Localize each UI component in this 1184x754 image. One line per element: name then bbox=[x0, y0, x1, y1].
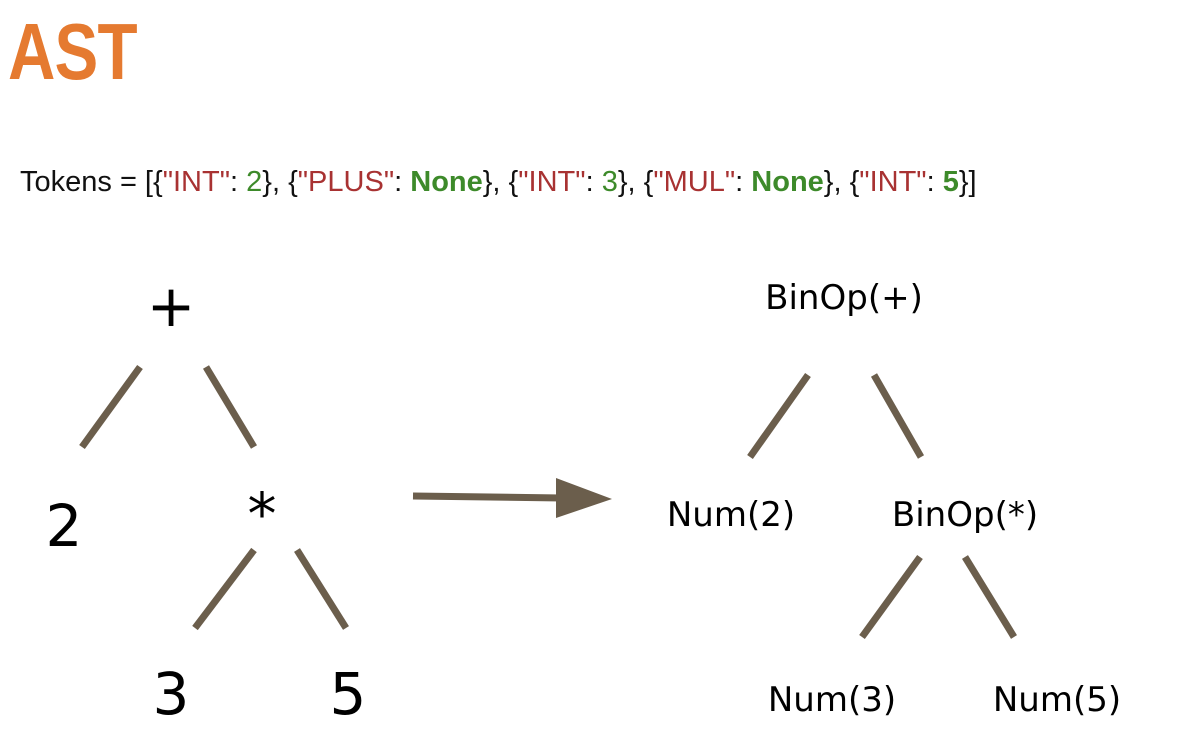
token-2-colon: : bbox=[585, 166, 602, 198]
transform-arrow bbox=[412, 478, 612, 518]
token-0-value: 2 bbox=[246, 166, 263, 198]
token-0-key: "INT" bbox=[162, 166, 230, 198]
token-1-value: None bbox=[410, 166, 483, 198]
token-4-sep: }] bbox=[958, 166, 977, 198]
token-4-colon: : bbox=[926, 166, 943, 198]
token-0-sep: }, { bbox=[262, 166, 298, 198]
ast-node-num3: Num(3) bbox=[767, 680, 897, 720]
token-1-colon: : bbox=[394, 166, 411, 198]
edge-binop-mul-to-num5 bbox=[962, 555, 1017, 639]
edge-binop-plus-to-binop-mul bbox=[870, 373, 925, 459]
token-3-colon: : bbox=[735, 166, 752, 198]
parse-node-plus: + bbox=[146, 272, 196, 340]
edge-mul-to-5 bbox=[294, 548, 349, 630]
parse-node-5: 5 bbox=[329, 660, 367, 728]
token-3-sep: }, { bbox=[823, 166, 860, 198]
page-title: AST bbox=[8, 7, 138, 96]
ast-node-binop-plus: BinOp(+) bbox=[765, 278, 923, 318]
token-3-key: "MUL" bbox=[653, 166, 736, 198]
edge-binop-mul-to-num3 bbox=[859, 554, 923, 640]
token-4-key: "INT" bbox=[859, 166, 927, 198]
parse-node-2: 2 bbox=[45, 492, 83, 560]
token-1-key: "PLUS" bbox=[297, 166, 395, 198]
ast-edges bbox=[747, 372, 1017, 640]
token-3-value: None bbox=[751, 166, 824, 198]
parse-tree-edges bbox=[79, 364, 349, 631]
parse-node-mul: * bbox=[247, 480, 277, 548]
ast-node-binop-mul: BinOp(*) bbox=[891, 495, 1039, 535]
token-2-value: 3 bbox=[601, 166, 618, 198]
token-2-sep: }, { bbox=[617, 166, 654, 198]
token-1-sep: }, { bbox=[482, 166, 519, 198]
ast-node-num5: Num(5) bbox=[992, 680, 1122, 720]
ast-node-num2: Num(2) bbox=[666, 495, 796, 535]
edge-plus-to-2 bbox=[79, 364, 143, 450]
edge-plus-to-mul bbox=[202, 365, 258, 449]
arrow-head bbox=[556, 478, 612, 518]
token-0-colon: : bbox=[230, 166, 247, 198]
arrow-shaft bbox=[412, 492, 563, 502]
parse-node-3: 3 bbox=[152, 660, 190, 728]
token-4-value: 5 bbox=[942, 166, 959, 198]
edge-binop-plus-to-num2 bbox=[747, 372, 811, 460]
token-prefix: Tokens = [{ bbox=[20, 166, 163, 198]
token-2-key: "INT" bbox=[518, 166, 586, 198]
edge-mul-to-3 bbox=[192, 547, 257, 631]
token-list: Tokens = [{"INT": 2}, {"PLUS": None}, {"… bbox=[20, 162, 977, 202]
